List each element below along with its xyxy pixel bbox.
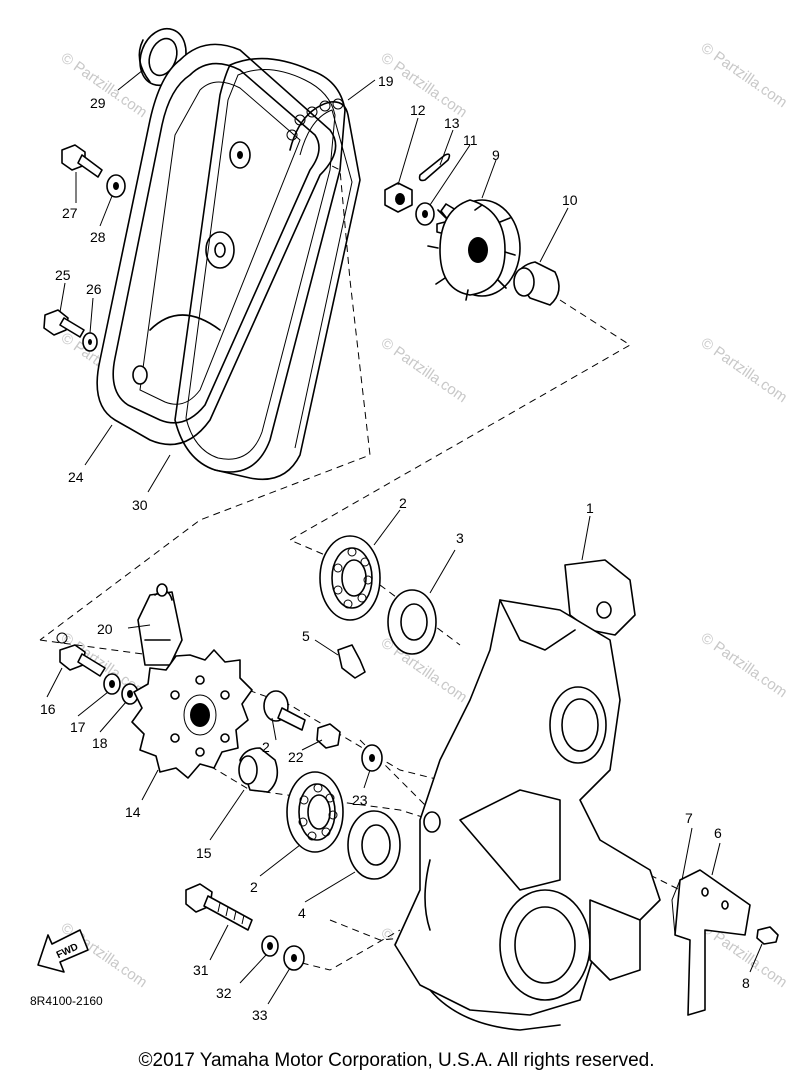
callout-22: 22	[288, 749, 304, 765]
part-22-nut	[316, 723, 341, 749]
callout-26: 26	[86, 281, 102, 297]
callout-2-upper: 2	[399, 495, 407, 511]
callout-33: 33	[252, 1007, 268, 1023]
part-2-bearing	[286, 771, 344, 853]
callout-12: 12	[410, 102, 426, 118]
callout-1: 1	[586, 500, 594, 516]
callout-4: 4	[298, 905, 306, 921]
callout-10: 10	[562, 192, 578, 208]
part-25-bolt	[43, 309, 85, 338]
part-20-chain-tensioner	[137, 583, 183, 666]
callout-8: 8	[742, 975, 750, 991]
callout-labels: 29 19 12 13 11 9 10 27 28 25 26 24 30 2 …	[40, 73, 750, 1023]
callout-13: 13	[444, 115, 460, 131]
callout-29: 29	[90, 95, 106, 111]
part-1-chain-case-housing	[394, 559, 661, 1031]
watermark: © Partzilla.com	[698, 629, 791, 701]
part-9-drive-sprocket	[427, 199, 521, 301]
callout-2-lower: 2	[250, 879, 258, 895]
callout-19: 19	[378, 73, 394, 89]
part-21-bolt	[263, 690, 306, 731]
part-16-bolt	[56, 632, 106, 677]
callout-17: 17	[70, 719, 86, 735]
part-27-bolt	[61, 144, 103, 178]
callout-27: 27	[62, 205, 78, 221]
callout-16: 16	[40, 701, 56, 717]
part-13-cotter-pin	[418, 153, 451, 182]
callout-11: 11	[463, 132, 478, 148]
part-6-bracket	[671, 869, 751, 1016]
callout-28: 28	[90, 229, 106, 245]
callout-24: 24	[68, 469, 84, 485]
callout-14: 14	[125, 804, 141, 820]
part-33-washer	[283, 945, 305, 971]
watermark: © Partzilla.com	[698, 39, 791, 111]
callout-30: 30	[132, 497, 148, 513]
part-24-chain-case	[96, 43, 337, 446]
callout-5: 5	[302, 628, 310, 644]
fwd-arrow-icon: FWD	[37, 929, 89, 973]
part-15-collar	[238, 747, 279, 793]
part-12-nut	[384, 182, 413, 213]
callout-9: 9	[492, 147, 500, 163]
callout-2-middle: 2	[262, 739, 270, 755]
part-28-washer	[106, 174, 126, 198]
callout-3: 3	[456, 530, 464, 546]
callout-18: 18	[92, 735, 108, 751]
callout-23: 23	[352, 792, 368, 808]
part-19-drive-chain	[214, 98, 361, 481]
callout-7: 7	[685, 810, 693, 826]
callout-31: 31	[193, 962, 209, 978]
callout-6: 6	[714, 825, 722, 841]
copyright-notice: ©2017 Yamaha Motor Corporation, U.S.A. A…	[138, 1050, 655, 1071]
watermark: © Partzilla.com	[378, 334, 471, 406]
part-30-gasket	[174, 57, 346, 473]
part-11-washer	[415, 202, 435, 226]
part-17-washer	[103, 673, 121, 695]
part-3-seal	[387, 589, 437, 655]
part-2-bearing	[319, 535, 381, 621]
callout-25: 25	[55, 267, 71, 283]
part-26-washer	[82, 332, 98, 352]
diagram-code: 8R4100-2160	[30, 994, 103, 1008]
part-14-driven-sprocket	[131, 649, 253, 779]
callout-20: 20	[97, 621, 113, 637]
part-4-seal	[347, 810, 401, 880]
callout-15: 15	[196, 845, 212, 861]
callout-32: 32	[216, 985, 232, 1001]
part-23-washer	[361, 744, 383, 772]
part-32-washer	[261, 935, 279, 957]
leader-lines	[46, 69, 763, 1005]
part-10-collar	[513, 261, 560, 306]
part-5-grease-nipple	[337, 644, 366, 679]
part-31-bolt	[185, 883, 253, 931]
parts-diagram: © Partzilla.com © Partzilla.com © Partzi…	[30, 27, 791, 1031]
part-8-screw	[756, 926, 779, 945]
watermark: © Partzilla.com	[698, 334, 791, 406]
